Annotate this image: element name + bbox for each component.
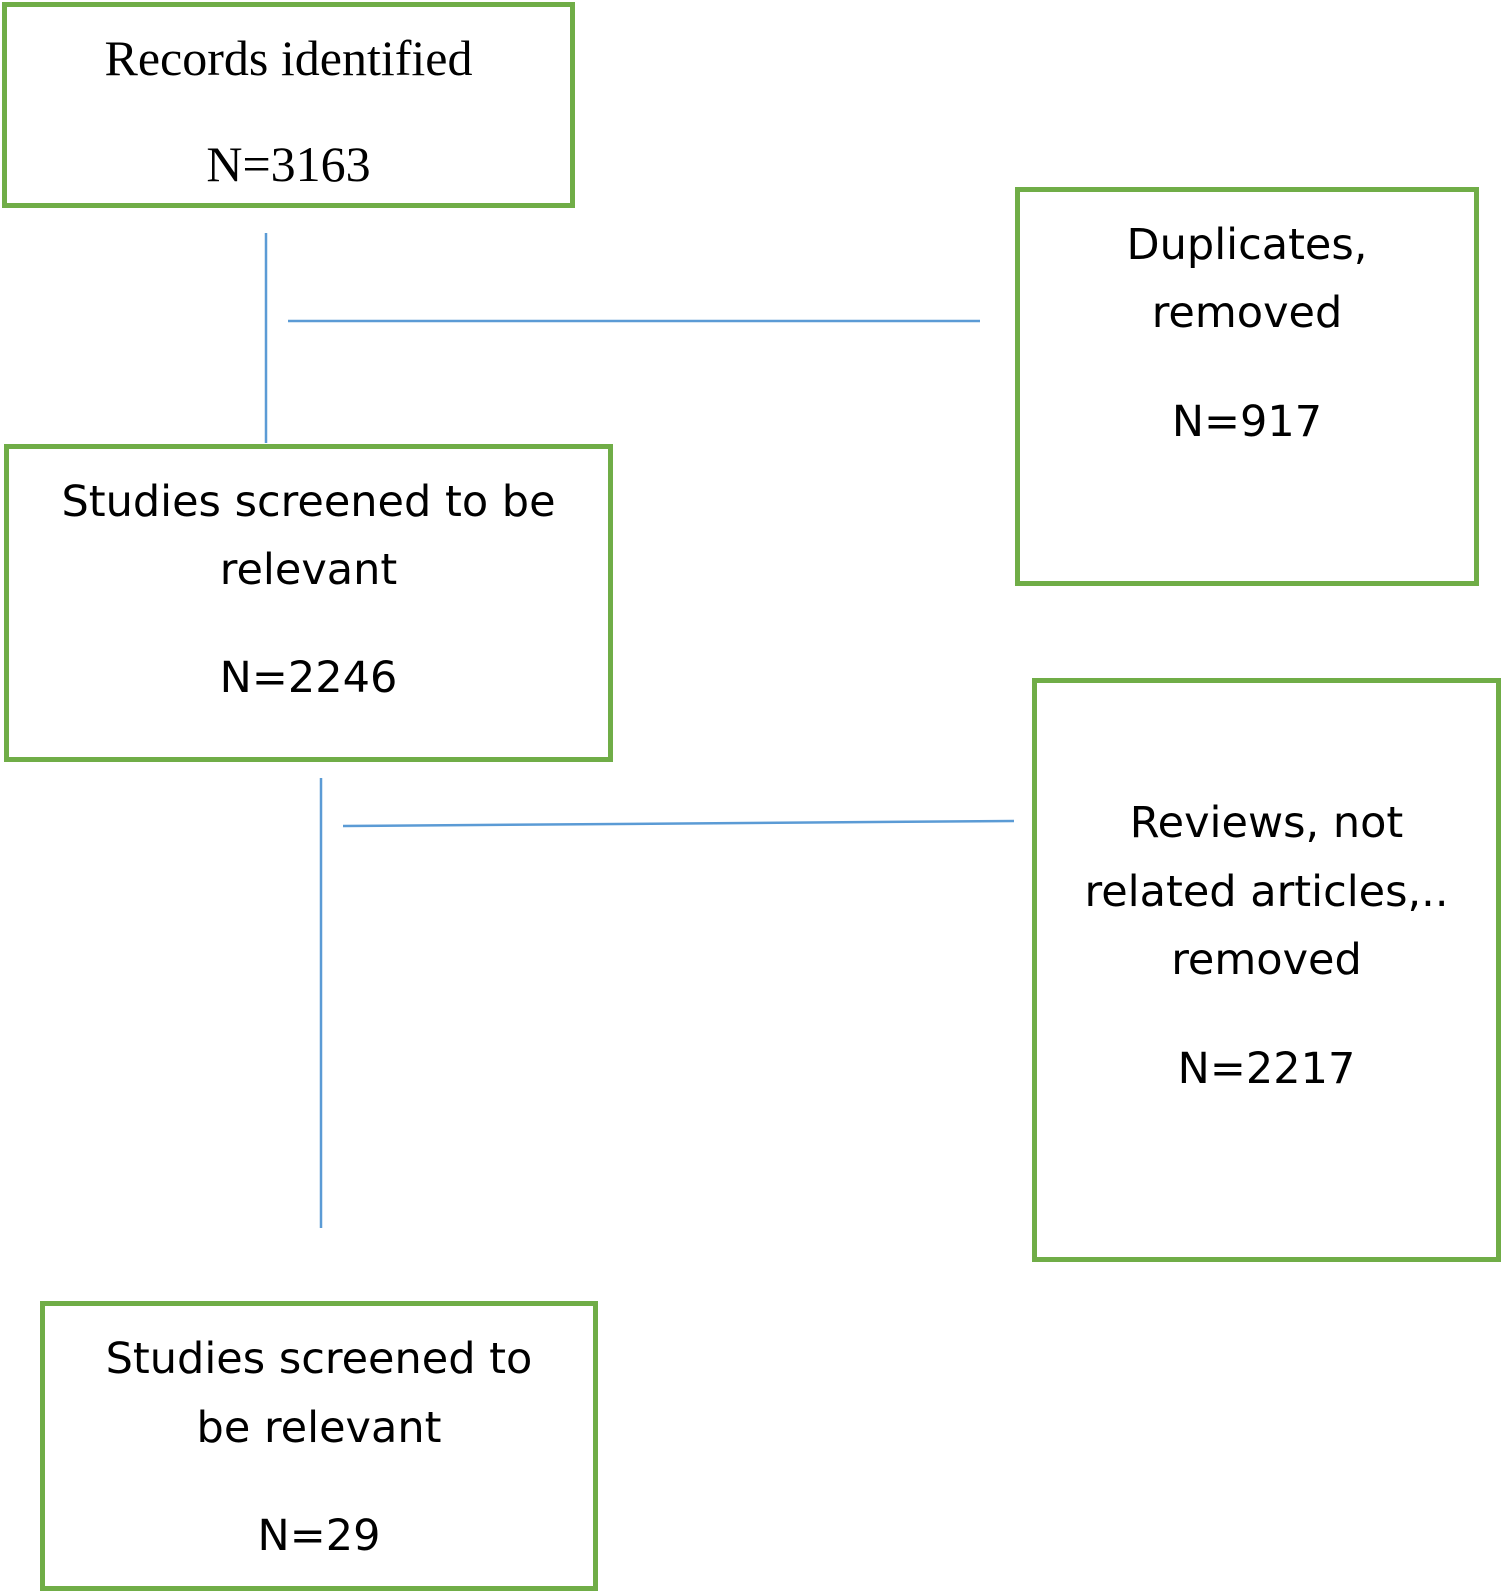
duplicates-removed-box: Duplicates, removed N=917 — [1015, 187, 1479, 586]
studies-screened-box-1: Studies screened to be relevant N=2246 — [4, 444, 613, 762]
duplicates-count: N=917 — [1171, 397, 1323, 447]
screened-1-label-line2: relevant — [219, 545, 398, 595]
reviews-removed-box: Reviews, not related articles,.. removed… — [1032, 678, 1501, 1262]
reviews-label-line2: related articles,.. — [1084, 867, 1449, 917]
reviews-label-line1: Reviews, not — [1129, 798, 1404, 848]
connector-to-reviews — [342, 819, 1015, 828]
studies-screened-box-2: Studies screened to be relevant N=29 — [40, 1301, 598, 1591]
screened-1-label-line1: Studies screened to be — [61, 477, 556, 527]
reviews-count: N=2217 — [1177, 1044, 1356, 1094]
records-identified-count: N=3163 — [206, 136, 371, 192]
screened-1-count: N=2246 — [219, 653, 398, 703]
screened-2-count: N=29 — [257, 1511, 381, 1561]
records-identified-label: Records identified — [104, 30, 473, 86]
reviews-label-line3: removed — [1171, 935, 1362, 985]
screened-2-label-line2: be relevant — [196, 1403, 442, 1453]
screened-2-label-line1: Studies screened to — [105, 1334, 533, 1384]
duplicates-label-line2: removed — [1151, 288, 1343, 338]
duplicates-label-line1: Duplicates, — [1126, 220, 1368, 270]
records-identified-box: Records identified N=3163 — [2, 2, 575, 208]
